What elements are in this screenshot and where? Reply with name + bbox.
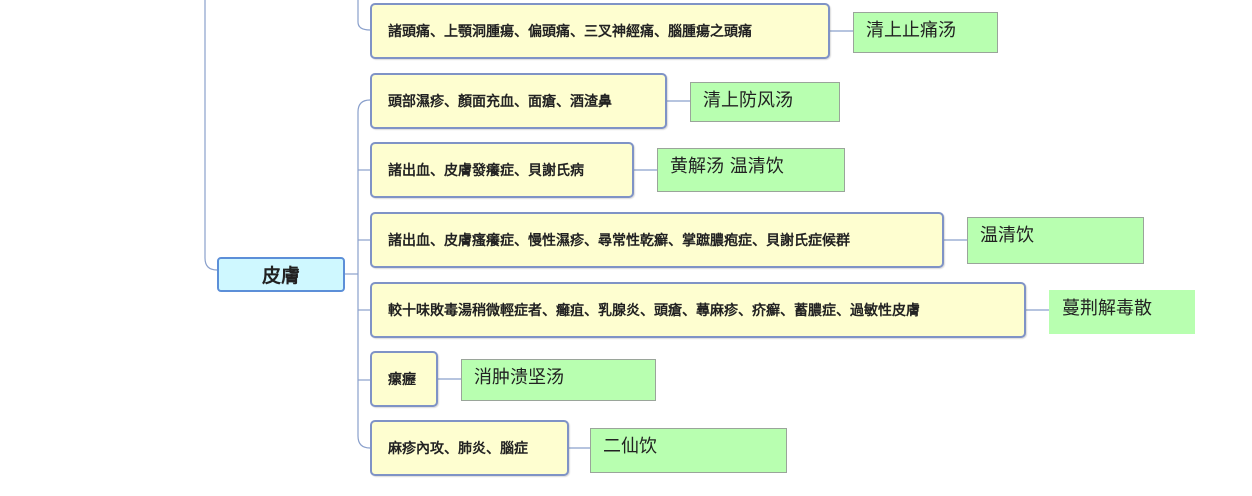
branch-node-facial[interactable]: 頭部濕疹、顏面充血、面瘡、酒渣鼻	[370, 73, 667, 129]
branch-node-pruritus[interactable]: 諸出血、皮膚瘙癢症、慢性濕疹、尋常性乾癬、掌蹠膿疱症、貝謝氏症候群	[370, 212, 944, 268]
branch-condition-text: 較十味敗毒湯稍微輕症者、癰疽、乳腺炎、頭瘡、蕁麻疹、疥癬、蓄膿症、過敏性皮膚	[388, 303, 920, 319]
branch-node-bleeding[interactable]: 諸出血、皮膚發癢症、貝謝氏病	[370, 142, 634, 198]
branch-condition-text: 諸出血、皮膚發癢症、貝謝氏病	[388, 163, 584, 179]
formula-note-scrofula: 消肿溃坚汤	[461, 359, 656, 401]
formula-note-headache: 清上止痛汤	[853, 12, 998, 53]
branch-condition-text: 諸出血、皮膚瘙癢症、慢性濕疹、尋常性乾癬、掌蹠膿疱症、貝謝氏症候群	[388, 233, 850, 249]
formula-note-pruritus: 温清饮	[967, 217, 1144, 264]
formula-text: 消肿溃坚汤	[474, 367, 564, 388]
root-node-skin[interactable]: 皮膚	[217, 257, 345, 292]
formula-text: 黄解汤 温清饮	[670, 156, 784, 177]
formula-text: 二仙饮	[603, 436, 657, 457]
branch-node-measles[interactable]: 麻疹內攻、肺炎、腦症	[370, 420, 569, 476]
branch-node-scrofula[interactable]: 瘰癧	[370, 351, 438, 407]
trunk-connector	[204, 0, 218, 271]
branch-node-carbuncle[interactable]: 較十味敗毒湯稍微輕症者、癰疽、乳腺炎、頭瘡、蕁麻疹、疥癬、蓄膿症、過敏性皮膚	[370, 282, 1026, 338]
branch-condition-text: 頭部濕疹、顏面充血、面瘡、酒渣鼻	[388, 94, 612, 110]
top-connector	[357, 0, 371, 31]
branch-condition-text: 諸頭痛、上顎洞腫瘍、偏頭痛、三叉神經痛、腦腫瘍之頭痛	[388, 24, 752, 40]
branch-node-headache[interactable]: 諸頭痛、上顎洞腫瘍、偏頭痛、三叉神經痛、腦腫瘍之頭痛	[370, 3, 830, 59]
branch-condition-text: 麻疹內攻、肺炎、腦症	[388, 441, 528, 457]
formula-note-facial: 清上防风汤	[690, 82, 840, 122]
formula-note-carbuncle: 蔓荆解毒散	[1049, 290, 1195, 334]
formula-text: 清上防风汤	[703, 90, 793, 111]
formula-text: 蔓荆解毒散	[1062, 298, 1152, 319]
formula-note-bleeding: 黄解汤 温清饮	[657, 148, 845, 192]
formula-note-measles: 二仙饮	[590, 428, 787, 473]
root-label: 皮膚	[261, 265, 300, 287]
formula-text: 温清饮	[980, 225, 1034, 246]
branch-condition-text: 瘰癧	[388, 372, 416, 388]
sibling-trunk	[357, 99, 371, 449]
formula-text: 清上止痛汤	[866, 20, 956, 41]
